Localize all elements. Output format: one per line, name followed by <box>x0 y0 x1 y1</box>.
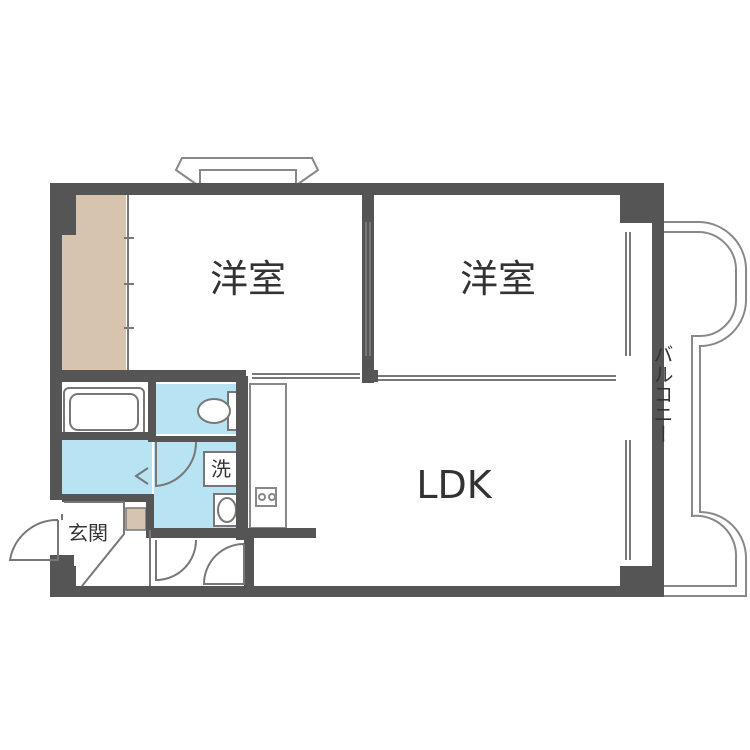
washer-box <box>203 451 239 487</box>
balcony <box>664 221 747 597</box>
room-label-western-1: 洋室 <box>210 257 286 301</box>
walls <box>50 183 664 597</box>
shoe-cabinet <box>125 507 147 531</box>
entrance-door <box>8 514 63 561</box>
bathroom <box>60 440 152 494</box>
windows-right <box>625 232 631 560</box>
washbasin-icon <box>213 493 241 527</box>
bathtub-icon <box>63 387 145 437</box>
room-label-western-2: 洋室 <box>460 257 536 301</box>
kitchen-counter <box>249 383 287 529</box>
toilet-icon <box>197 391 239 431</box>
bay-window <box>174 157 320 185</box>
entrance-hall <box>64 501 151 587</box>
room-label-balcony: バルコニー <box>650 344 674 444</box>
sliding-doors <box>252 222 616 381</box>
room-label-ldk: LDK <box>416 463 492 507</box>
washroom-label: 洗 <box>211 457 231 481</box>
room-label-entrance: 玄関 <box>68 521 108 545</box>
inner-doors <box>134 441 245 585</box>
closet-doors <box>124 194 134 370</box>
